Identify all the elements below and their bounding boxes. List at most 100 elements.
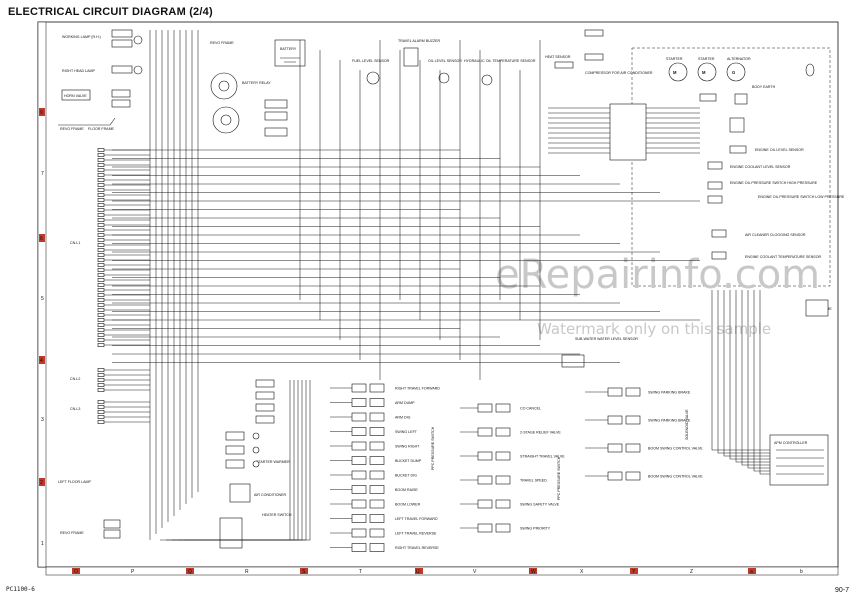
solenoid-row: BUCKET DUMP bbox=[330, 456, 422, 465]
alternator-label: ALTERNATOR bbox=[727, 57, 751, 61]
revo-frame-label: REVO FRAME bbox=[210, 41, 234, 45]
left-floor-lamp-label: LEFT FLOOR LAMP bbox=[58, 480, 91, 484]
travel-alarm-label: TRAVEL ALARM BUZZER bbox=[398, 39, 441, 43]
valve-label: SWING SAFETY VALVE bbox=[520, 503, 560, 507]
oil-level-sensor-icon bbox=[438, 72, 450, 84]
solenoid-row: BUCKET DIG bbox=[330, 470, 417, 480]
solenoid-label: BUCKET DUMP bbox=[395, 459, 422, 463]
valve-column: CO CANCEL 2-STAGE RELIEF VALVE STRAIGHT TR… bbox=[460, 403, 565, 533]
oil-pressure-high-label: ENGINE OIL PRESSURE SWITCH HIGH PRESSURE bbox=[730, 181, 818, 185]
row-label: 5 bbox=[41, 296, 44, 302]
engine-connector-block bbox=[609, 103, 647, 161]
air-cleaner-label: AIR CLEANER CLOGGING SENSOR bbox=[745, 233, 806, 237]
solenoid-label: BUCKET DIG bbox=[395, 474, 417, 478]
fuel-level-sensor-icon bbox=[366, 71, 380, 85]
coolant-level-label: ENGINE COOLANT LEVEL SENSOR bbox=[730, 165, 791, 169]
top-sensors: FUEL LEVEL SENSOR TRAVEL ALARM BUZZER OI… bbox=[352, 29, 653, 86]
valve-label: SWING PRIORITY bbox=[520, 527, 551, 531]
revo-frame-label: REVO FRAME bbox=[60, 531, 84, 535]
travel-alarm-icon bbox=[403, 47, 419, 67]
brake-label: SWING PARKING BRAKE bbox=[648, 391, 691, 395]
svg-text:M: M bbox=[702, 70, 706, 75]
solenoid-label: SWING LEFT bbox=[395, 430, 418, 434]
valve-label: TRAVEL SPEED bbox=[520, 479, 547, 483]
left-terminal-rows bbox=[97, 148, 150, 424]
page-title: ELECTRICAL CIRCUIT DIAGRAM (2/4) bbox=[8, 6, 213, 18]
col-label: O bbox=[74, 569, 78, 575]
valve-row: SWING SAFETY VALVE bbox=[460, 499, 560, 509]
solenoid-label: BOOM RAISE bbox=[395, 488, 418, 492]
valve-row: 2-STAGE RELIEF VALVE bbox=[460, 427, 561, 437]
col-label: W bbox=[531, 569, 536, 575]
svg-text:G: G bbox=[732, 70, 735, 75]
col-label: P bbox=[131, 569, 135, 575]
col-label: U bbox=[416, 569, 420, 575]
starter-warmer-label: STARTER WARMER bbox=[256, 460, 290, 464]
brake-row: SWING PARKING BRAKE bbox=[585, 387, 691, 397]
valve-row: SWING PRIORITY bbox=[460, 523, 551, 533]
ppc-pressure-switch-label: PPC PRESSURE SWITCH bbox=[431, 426, 435, 470]
coolant-temp-label: ENGINE COOLANT TEMPERATURE SENSOR bbox=[745, 255, 821, 259]
solenoid-row: RIGHT TRAVEL FORWARD bbox=[330, 383, 440, 393]
solenoid-row: RIGHT TRAVEL REVERSE bbox=[330, 543, 439, 552]
row-label: 9 bbox=[40, 110, 43, 116]
sub-water-label: SUB-WATER WATER LEVEL SENSOR bbox=[575, 337, 638, 341]
row-label: 6 bbox=[40, 236, 43, 242]
fuel-level-sensor-label: FUEL LEVEL SENSOR bbox=[352, 59, 390, 63]
solenoid-label: ARM DUMP bbox=[395, 401, 415, 405]
alternator-icon bbox=[726, 62, 746, 82]
sensor-icon bbox=[805, 63, 815, 77]
valve-label: CO CANCEL bbox=[520, 407, 541, 411]
col-label: Z bbox=[690, 569, 693, 575]
solenoid-label: SWING RIGHT bbox=[395, 445, 420, 449]
right-head-lamp-label: RIGHT HEAD LAMP bbox=[62, 69, 95, 73]
solenoid-row: ARM DUMP bbox=[330, 398, 415, 407]
solenoid-row: SWING LEFT bbox=[330, 427, 418, 436]
brake-label: BOOM SWING CONTROL VALVE bbox=[648, 447, 703, 451]
brake-label: BOOM SWING CONTROL VALVE bbox=[648, 475, 703, 479]
heater-switch-label: HEATER SWITCH bbox=[262, 513, 292, 517]
row-label: 7 bbox=[41, 171, 44, 177]
solenoid-row: ARM DIG bbox=[330, 412, 411, 422]
solenoid-label: ARM DIG bbox=[395, 416, 411, 420]
body-earth-label: BODY EARTH bbox=[752, 85, 776, 89]
valve-label: STRAIGHT TRAVEL VALVE bbox=[520, 455, 565, 459]
cn-label: CN-L1 bbox=[70, 241, 80, 245]
oil-pressure-low-label: ENGINE OIL PRESSURE SWITCH LOW PRESSURE bbox=[758, 195, 845, 199]
solenoid-row: BOOM RAISE bbox=[330, 485, 418, 494]
col-label: T bbox=[359, 569, 362, 575]
valve-row: TRAVEL SPEED bbox=[460, 475, 547, 485]
lamp-icon bbox=[133, 65, 143, 75]
hydraulic-temp-sensor-icon bbox=[481, 74, 493, 86]
solenoid-label: LEFT TRAVEL REVERSE bbox=[395, 532, 437, 536]
solenoid-row: LEFT TRAVEL REVERSE bbox=[330, 528, 437, 538]
brake-column: SWING PARKING BRAKE SWING PARKING BRAKE BO… bbox=[585, 387, 703, 481]
col-label: X bbox=[580, 569, 584, 575]
brake-label: SWING PARKING BRAKE bbox=[648, 419, 691, 423]
column-ruler: O P Q R S T U V W X Y Z a b bbox=[45, 566, 839, 576]
starter-label: STARTER bbox=[666, 57, 683, 61]
cn-label: CN-L3 bbox=[70, 407, 80, 411]
battery-relay-label: BATTERY RELAY bbox=[242, 81, 271, 85]
heat-sensor-label: HEAT SENSOR bbox=[545, 55, 571, 59]
col-label: V bbox=[473, 569, 477, 575]
top-left-components: WORKING LAMP (R.H.) RIGHT HEAD LAMP HORN… bbox=[58, 29, 143, 131]
revo-frame-label: REVO FRAME bbox=[60, 127, 84, 131]
watermark-note: Watermark only on this sample bbox=[537, 320, 771, 338]
floor-frame-label: FLOOR FRAME bbox=[88, 127, 115, 131]
valve-row: STRAIGHT TRAVEL VALVE bbox=[460, 451, 565, 461]
solenoid-row: SWING RIGHT bbox=[330, 441, 420, 451]
cn-label: CN-L2 bbox=[70, 377, 80, 381]
solenoid-label: LEFT TRAVEL FORWARD bbox=[395, 517, 438, 521]
engine-oil-level-label: ENGINE OIL LEVEL SENSOR bbox=[755, 148, 804, 152]
compressor-label: COMPRESSOR FOR AIR CONDITIONER bbox=[585, 71, 653, 75]
starter-label: STARTER bbox=[698, 57, 715, 61]
watermark-brand: eRepairinfo.com bbox=[495, 252, 820, 298]
col-label: R bbox=[245, 569, 249, 575]
brake-row: BOOM SWING CONTROL VALVE bbox=[585, 471, 703, 481]
wiring bbox=[112, 30, 770, 541]
lamp-icon bbox=[133, 35, 143, 45]
solenoid-label: RIGHT TRAVEL REVERSE bbox=[395, 546, 439, 550]
solenoid-row: BOOM LOWER bbox=[330, 499, 421, 509]
